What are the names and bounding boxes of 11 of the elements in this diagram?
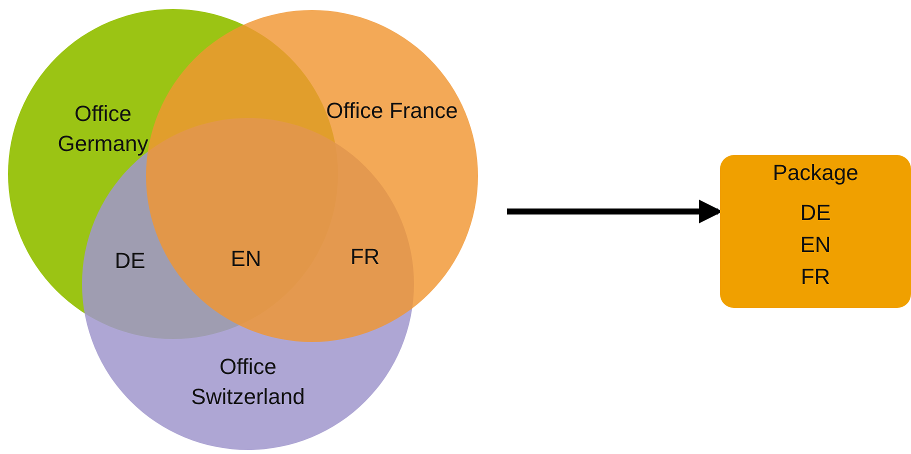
package-box (720, 155, 911, 308)
region-label: FR (349, 243, 381, 271)
region-label: EN (230, 245, 262, 273)
circle-label: Office France (325, 97, 459, 125)
circle-label: Office Germany (56, 100, 150, 158)
region-label: DE (114, 247, 146, 275)
circle-label: Office Switzerland (190, 353, 306, 411)
language-code: FR (800, 263, 832, 291)
language-code: EN (799, 231, 832, 259)
box-title: Package (772, 159, 860, 187)
language-code: DE (799, 199, 832, 227)
